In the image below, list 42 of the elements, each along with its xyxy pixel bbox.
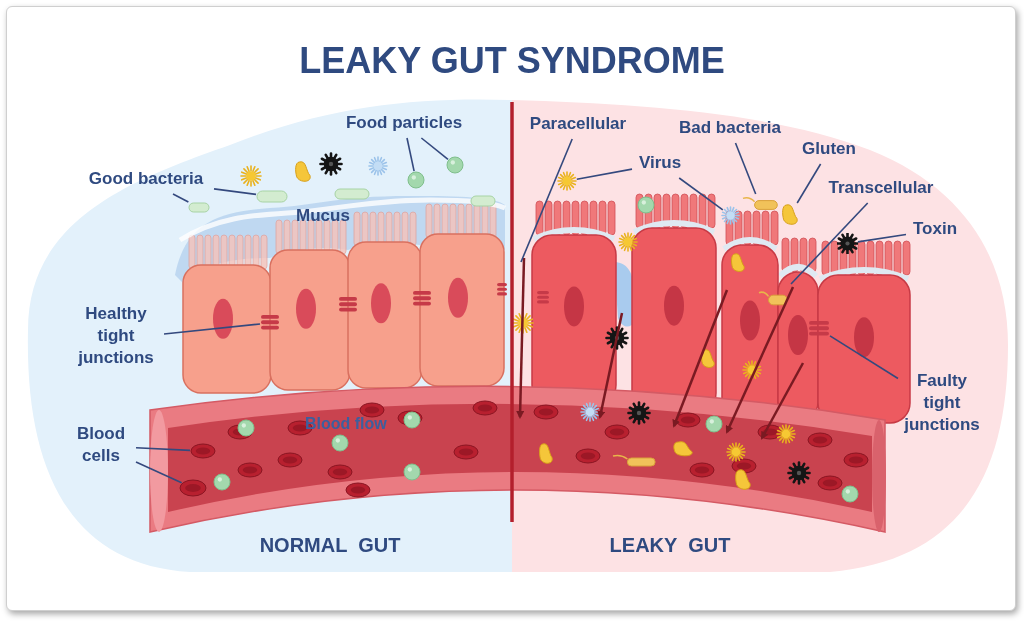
blood-cell-icon [190,443,216,459]
callout-label: Healthy tight junctions [70,303,162,375]
leader-line [678,177,724,211]
callout-label: Good bacteria [80,168,212,192]
leader-line [213,188,257,196]
section-heading: LEAKY GUT [609,534,731,556]
leader-line [172,193,190,203]
leader-line [796,163,822,204]
virus-icon [721,206,740,225]
leader-line [829,335,899,380]
tight-junction-icon [808,320,830,338]
section-heading: NORMAL GUT [259,534,401,556]
bacterium-icon [188,202,210,213]
blood-cell-icon [179,479,207,497]
food-particle-icon [407,171,425,189]
callout-label: Paracellular [524,113,632,137]
callout-label: Transcellular [823,177,939,201]
leader-line [576,168,633,180]
leader-line [790,202,869,285]
leader-line [406,137,415,172]
food-particle-icon [446,156,464,174]
leader-line [520,138,573,263]
mucus-label: Mucus [296,206,350,225]
callout-label: Virus [634,152,686,176]
callout-label: Blood cells [68,423,134,469]
leader-line [163,323,261,335]
callout-label: Faulty tight junctions [900,370,984,442]
tight-junction-icon [260,314,280,332]
callout-label: Gluten [797,138,861,162]
virus-icon [557,171,577,191]
leader-line [420,137,449,161]
bacterium-icon [256,190,288,203]
callout-label: Bad bacteria [673,117,787,141]
leader-line [734,142,757,195]
callout-label: Toxin [908,218,962,242]
leader-line [857,233,907,243]
leader-line [135,446,191,452]
gluten-icon [781,203,799,227]
blood-flow-label: Blood flow [305,415,387,432]
toxin-icon [837,233,858,254]
title: LEAKY GUT SYNDROME [299,40,725,81]
callout-label: Food particles [338,112,470,136]
